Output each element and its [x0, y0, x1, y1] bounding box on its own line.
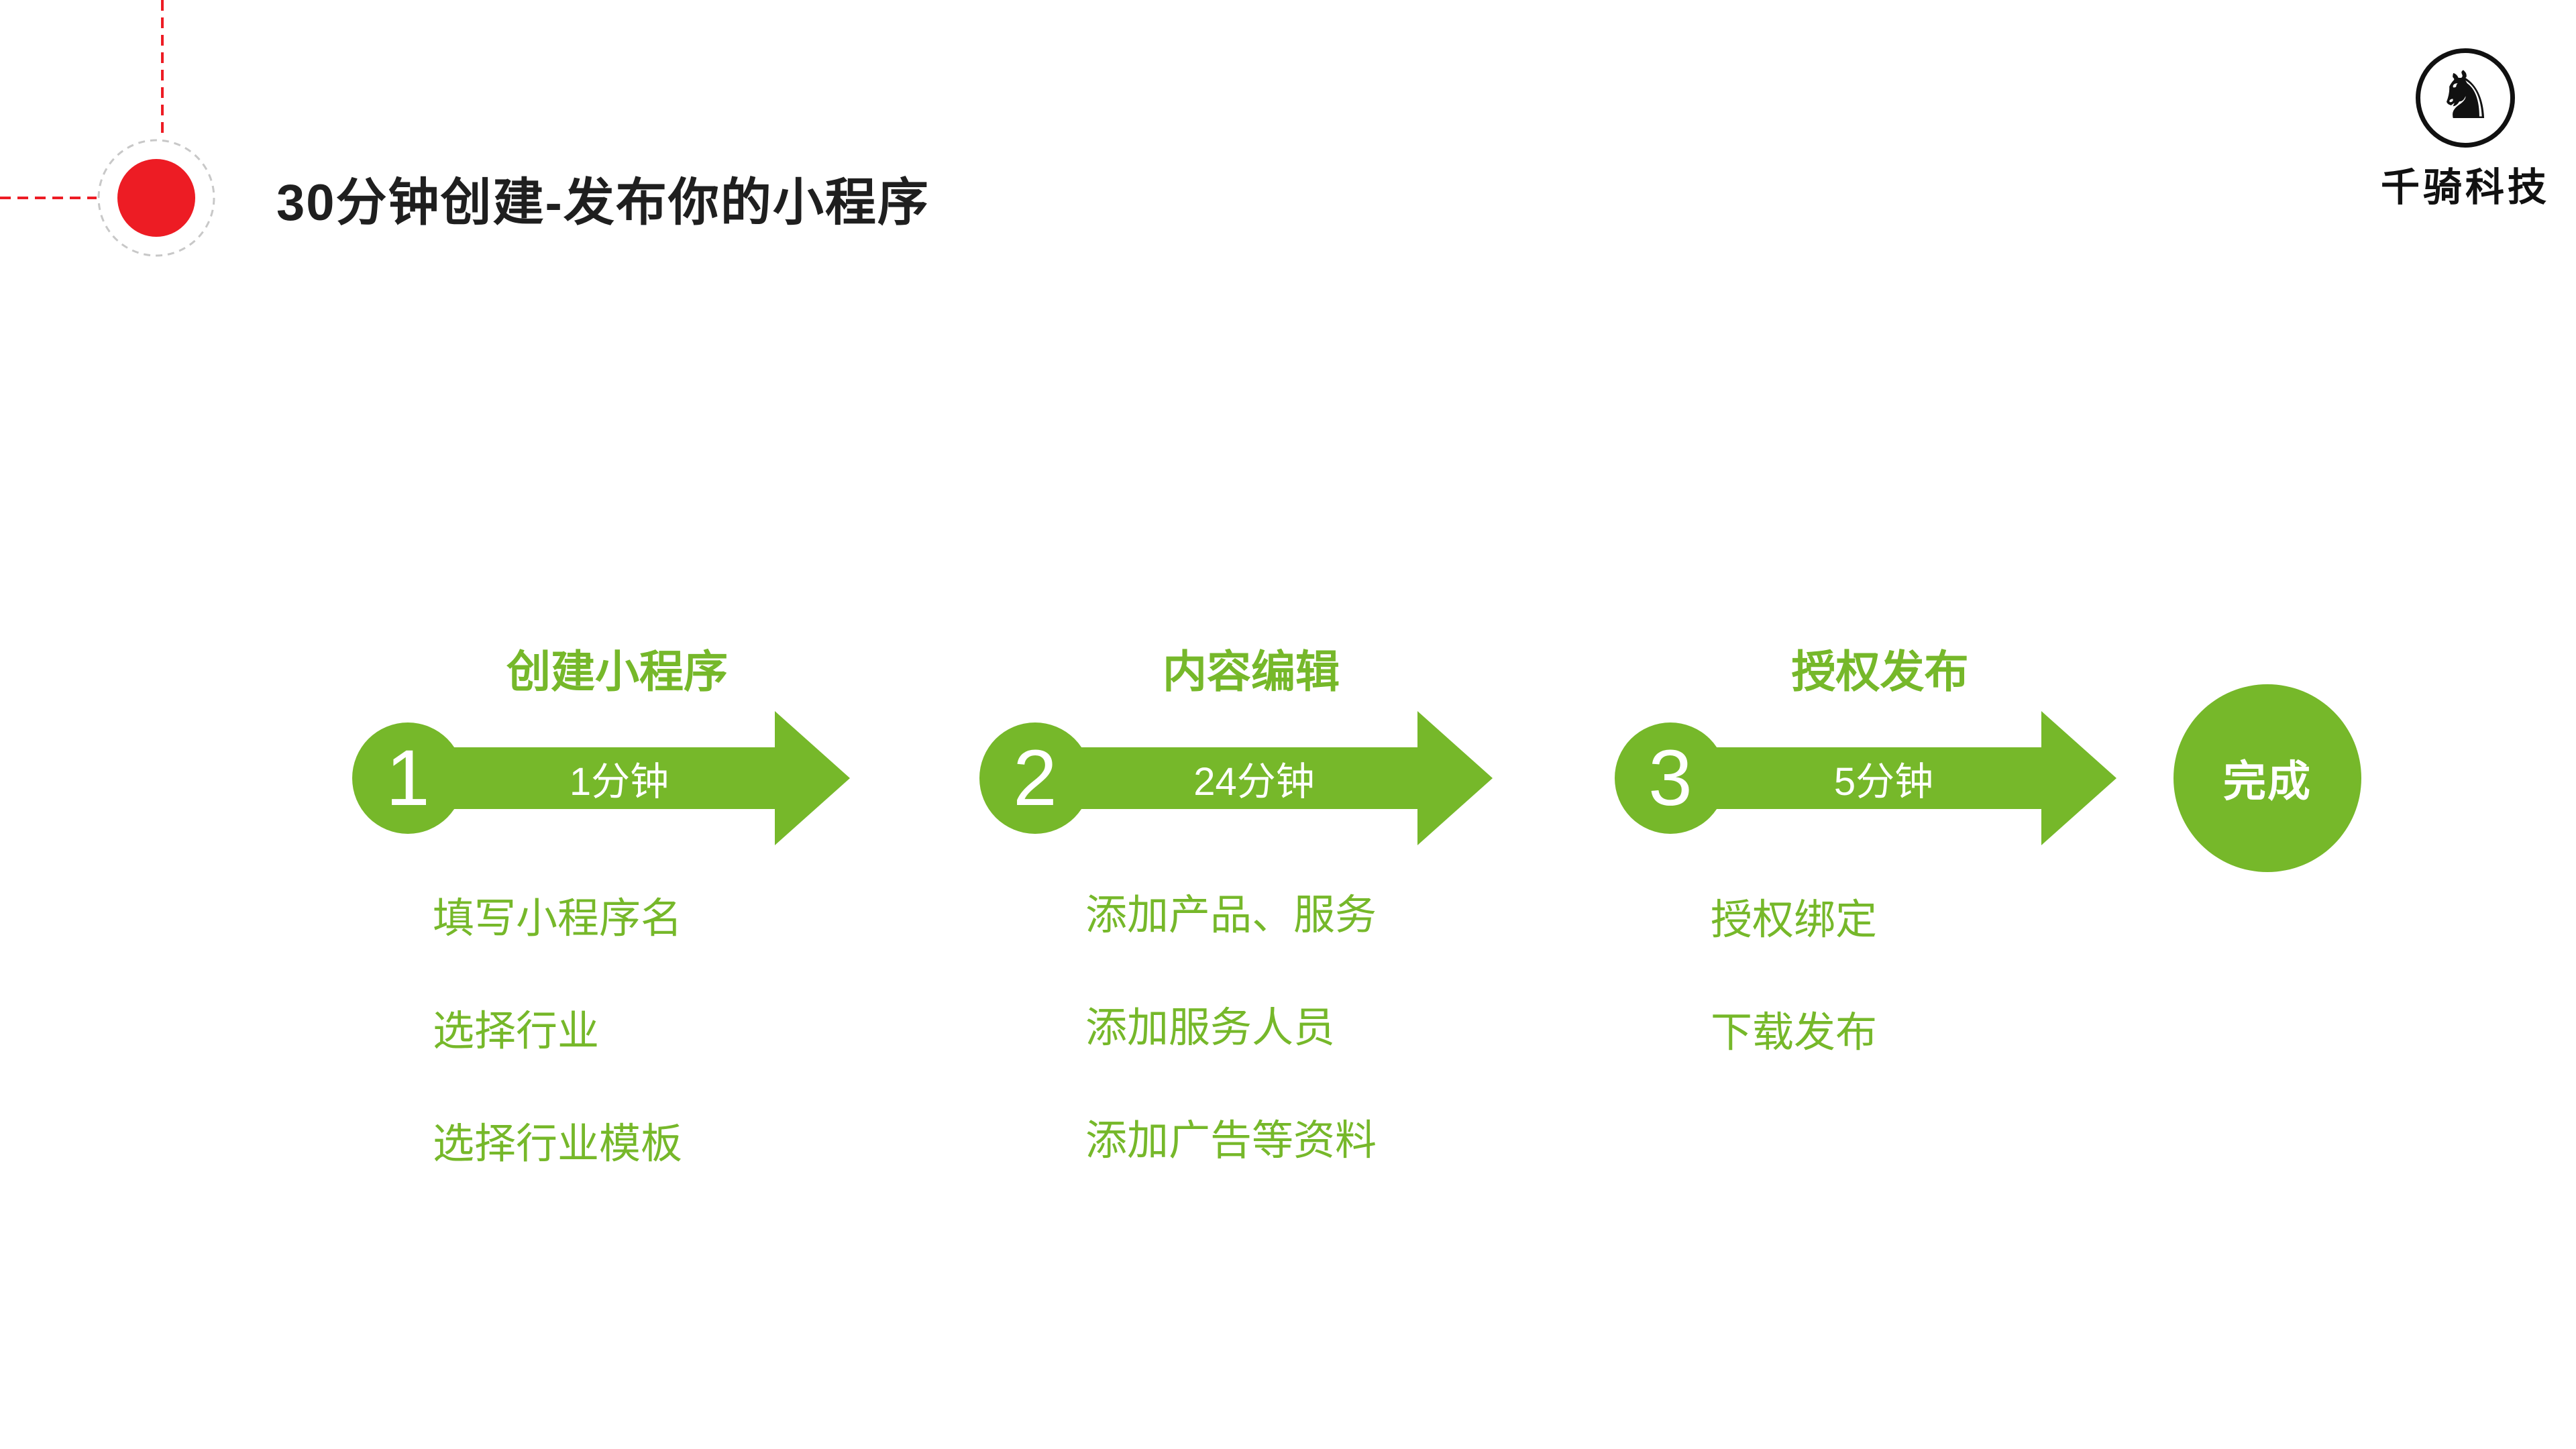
dashed-ring [97, 139, 215, 257]
step-3-number: 3 [1648, 734, 1693, 822]
finish-circle: 完成 [2174, 684, 2361, 872]
step-2-title: 内容编辑 [1163, 647, 1340, 696]
list-item: 添加广告等资料 [1085, 1118, 1377, 1164]
red-dot [117, 159, 195, 237]
step-2-badge: 2 [979, 722, 1091, 834]
step-1-arrow: 1分钟 [408, 747, 775, 809]
step-1-arrow-head [775, 711, 850, 845]
list-item: 填写小程序名 [433, 896, 683, 942]
list-item: 选择行业模板 [433, 1121, 683, 1167]
step-1-badge: 1 [352, 722, 464, 834]
step-2-list: 添加产品、服务 添加服务人员 添加广告等资料 [1085, 893, 1377, 1231]
list-item: 选择行业 [433, 1008, 600, 1055]
step-1-duration: 1分钟 [569, 760, 669, 804]
red-dot-decoration-svg [0, 0, 215, 257]
logo: ♞ 千骑科技 [2331, 48, 2576, 212]
page-title: 30分钟创建-发布你的小程序 [276, 174, 930, 231]
step-3-arrow-head [2041, 711, 2116, 845]
list-item: 授权绑定 [1711, 897, 1878, 943]
finish-label: 完成 [2223, 757, 2312, 806]
list-item: 添加产品、服务 [1085, 892, 1377, 938]
step-1-title: 创建小程序 [506, 647, 728, 696]
step-3-badge: 3 [1615, 722, 1726, 834]
logo-text: 千骑科技 [2380, 166, 2550, 209]
step-2-arrow: 24分钟 [1035, 747, 1417, 809]
list-item: 下载发布 [1711, 1010, 1878, 1056]
step-3-list: 授权绑定 下载发布 [1711, 898, 1877, 1123]
step-3-title: 授权发布 [1791, 647, 1969, 696]
step-2-duration: 24分钟 [1193, 760, 1315, 804]
step-3-arrow: 5分钟 [1670, 747, 2041, 809]
red-dot-decoration [0, 0, 282, 295]
step-1-number: 1 [386, 734, 430, 822]
step-1-list: 填写小程序名 选择行业 选择行业模板 [433, 896, 682, 1234]
step-2-number: 2 [1013, 734, 1057, 822]
list-item: 添加服务人员 [1085, 1005, 1336, 1051]
step-2-arrow-head [1417, 711, 1493, 845]
step-3-duration: 5分钟 [1833, 760, 1934, 804]
zebra-logo-icon: ♞ [2416, 48, 2515, 148]
zebra-glyph-icon: ♞ [2436, 58, 2495, 132]
